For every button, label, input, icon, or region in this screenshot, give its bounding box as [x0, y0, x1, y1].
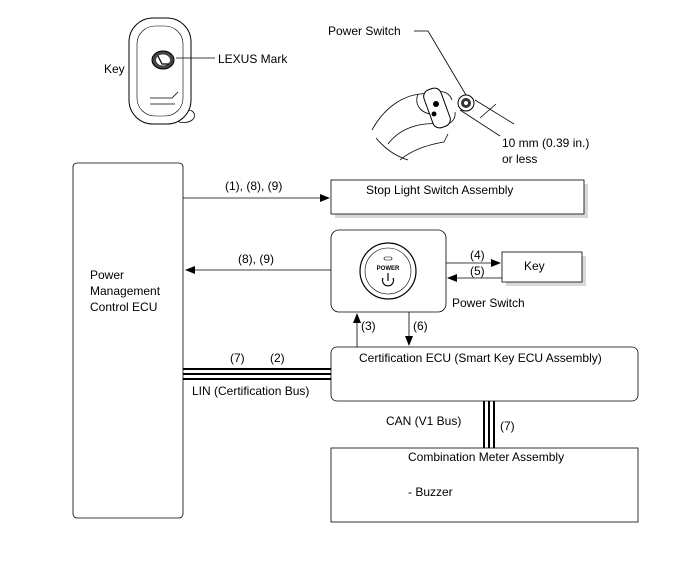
power-symbol-icon — [381, 273, 395, 287]
can-bus-label: CAN (V1 Bus) — [386, 414, 461, 428]
signal-from-power-switch: (8), (9) — [238, 252, 274, 266]
power-switch-box — [330, 229, 447, 313]
power-switch-callout-label: Power Switch — [328, 24, 401, 38]
signal-down-to-cert: (6) — [413, 319, 428, 333]
signal-to-key: (4) — [470, 248, 485, 262]
signal-can: (7) — [500, 419, 515, 433]
lexus-mark-icon — [151, 50, 175, 70]
stop-light-switch-label: Stop Light Switch Assembly — [366, 183, 513, 197]
power-button-text: POWER — [377, 266, 400, 272]
key-label: Key — [104, 62, 125, 76]
distance-label-line1: 10 mm (0.39 in.) — [502, 136, 589, 150]
distance-dimension — [459, 99, 515, 137]
can-bus-line — [483, 401, 495, 448]
key-box — [501, 251, 586, 286]
lin-bus-label: LIN (Certification Bus) — [192, 384, 309, 398]
combination-meter-label: Combination Meter Assembly — [408, 450, 564, 464]
certification-ecu-label: Certification ECU (Smart Key ECU Assembl… — [359, 351, 602, 365]
signal-lin-right: (2) — [270, 351, 285, 365]
buzzer-label: - Buzzer — [408, 485, 453, 499]
power-mgmt-ecu-label-1: Power — [90, 268, 124, 282]
lin-bus-line — [183, 368, 331, 380]
signal-up-to-power-switch: (3) — [361, 319, 376, 333]
power-mgmt-ecu-label-2: Management — [90, 284, 161, 298]
lexus-mark-label: LEXUS Mark — [218, 52, 288, 66]
distance-label-line2: or less — [502, 152, 537, 166]
signal-from-key: (5) — [470, 264, 485, 278]
key-fob-illustration — [128, 17, 215, 125]
signal-lin-left: (7) — [230, 351, 245, 365]
power-switch-knob-icon — [457, 94, 475, 112]
combination-meter-box — [330, 447, 639, 523]
power-management-ecu-box — [72, 162, 184, 519]
power-mgmt-ecu-label-3: Control ECU — [90, 300, 157, 314]
signal-to-stop-light: (1), (8), (9) — [225, 179, 282, 193]
power-switch-label: Power Switch — [452, 296, 525, 310]
stop-light-switch-box — [330, 179, 588, 218]
key-box-label: Key — [524, 259, 545, 273]
hand-holding-key-illustration — [371, 87, 456, 161]
